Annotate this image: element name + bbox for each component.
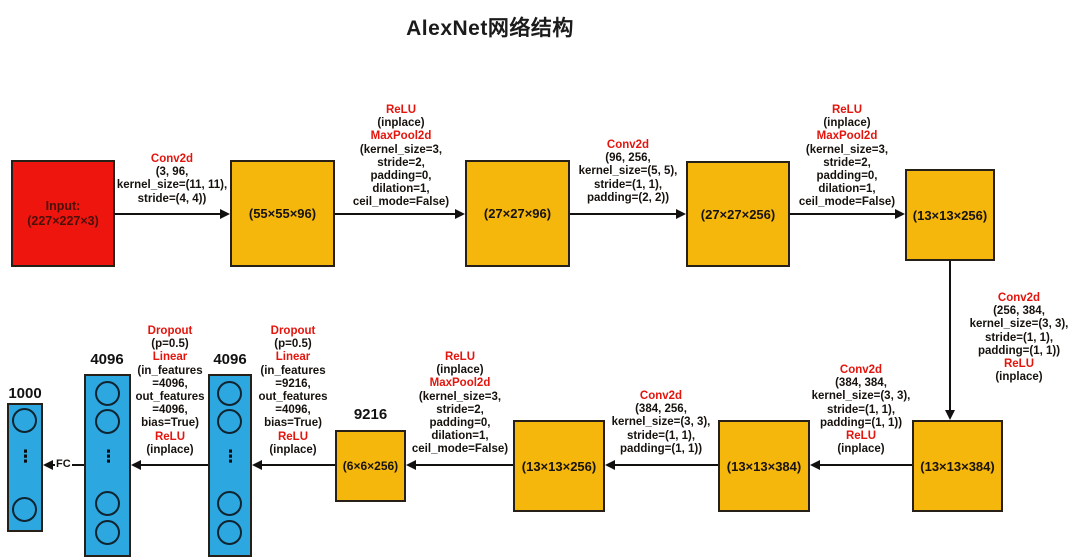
arrow-conv5-line [615,464,718,466]
feature-map-label: (55×55×96) [248,206,317,221]
op-label-conv5: Conv2d (384, 256, kernel_size=(3, 3), st… [611,390,711,455]
neuron-circle [95,381,120,406]
feature-map-box-6x6x256: (6×6×256) [335,430,406,502]
arrow-fc3-head [43,460,53,470]
input-label-line2: (227×227×3) [27,213,99,228]
arrow-fc2-line [141,464,208,466]
feature-map-box-55x55x96: (55×55×96) [230,160,335,267]
feature-map-box-27x27x256: (27×27×256) [686,161,790,267]
arrow-conv3-head [945,410,955,420]
fc-size-label-4096-left: 4096 [90,351,124,368]
input-label-line1: Input: [45,198,81,213]
op-label-fc1: Dropout (p=0.5) Linear (in_features =921… [258,325,328,456]
op-label-fc2: Dropout (p=0.5) Linear (in_features =409… [135,325,205,456]
arrow-conv3-line [949,261,951,410]
feature-map-box-13x13x384-mid: (13×13×384) [718,420,810,512]
neuron-circle [217,409,242,434]
op-label-pool1: ReLU (inplace) MaxPool2d (kernel_size=3,… [352,104,450,209]
feature-map-label: (13×13×256) [521,458,597,474]
neuron-circle [217,520,242,545]
arrow-pool3-line [416,464,513,466]
feature-map-box-13x13x256-top: (13×13×256) [905,169,995,261]
feature-map-box-13x13x384-right: (13×13×384) [912,420,1003,512]
neuron-circle [12,408,37,433]
feature-map-box-13x13x256-bottom: (13×13×256) [513,420,605,512]
diagram-title: AlexNet网络结构 [406,17,574,40]
arrow-pool2-head [895,209,905,219]
feature-map-label: (13×13×384) [920,458,995,474]
arrow-fc1-head [252,460,262,470]
vertical-ellipsis: ⋮ [222,447,239,466]
feature-map-box-27x27x96: (27×27×96) [465,160,570,267]
feature-map-label: (27×27×96) [483,206,552,221]
arrow-conv5-head [605,460,615,470]
input-layer-box: Input: (227×227×3) [11,160,115,267]
op-label-pool2: ReLU (inplace) MaxPool2d (kernel_size=3,… [798,104,896,209]
arrow-conv1-head [220,209,230,219]
vertical-ellipsis: ⋮ [100,447,117,466]
op-label-conv4: Conv2d (384, 384, kernel_size=(3, 3), st… [811,364,911,456]
arrow-fc2-head [131,460,141,470]
op-label-conv1: Conv2d (3, 96, kernel_size=(11, 11), str… [116,153,228,205]
arrow-conv1-line [115,213,221,215]
arrow-conv2-line [570,213,676,215]
arrow-pool1-head [455,209,465,219]
neuron-circle [95,520,120,545]
output-size-label-1000: 1000 [8,385,42,402]
arrow-pool2-line [790,213,895,215]
neuron-circle [217,491,242,516]
op-label-pool3: ReLU (inplace) MaxPool2d (kernel_size=3,… [411,351,509,456]
neuron-circle [217,381,242,406]
op-label-conv3: Conv2d (256, 384, kernel_size=(3, 3), st… [969,292,1069,384]
fc-size-label-9216: 9216 [353,406,388,423]
op-label-conv2: Conv2d (96, 256, kernel_size=(5, 5), str… [578,139,678,204]
feature-map-label: (13×13×256) [912,207,988,223]
arrow-fc1-line [262,464,335,466]
feature-map-label: (27×27×256) [700,206,776,222]
arrow-pool3-head [406,460,416,470]
arrow-pool1-line [335,213,455,215]
arrow-conv4-head [810,460,820,470]
neuron-circle [95,409,120,434]
arrow-conv2-head [676,209,686,219]
feature-map-label: (6×6×256) [342,459,399,473]
vertical-ellipsis: ⋮ [17,447,34,466]
fc-arrow-label: FC [55,458,72,470]
neuron-circle [12,497,37,522]
fc-size-label-4096-right: 4096 [213,351,247,368]
feature-map-label: (13×13×384) [726,458,802,474]
arrow-conv4-line [820,464,912,466]
neuron-circle [95,491,120,516]
